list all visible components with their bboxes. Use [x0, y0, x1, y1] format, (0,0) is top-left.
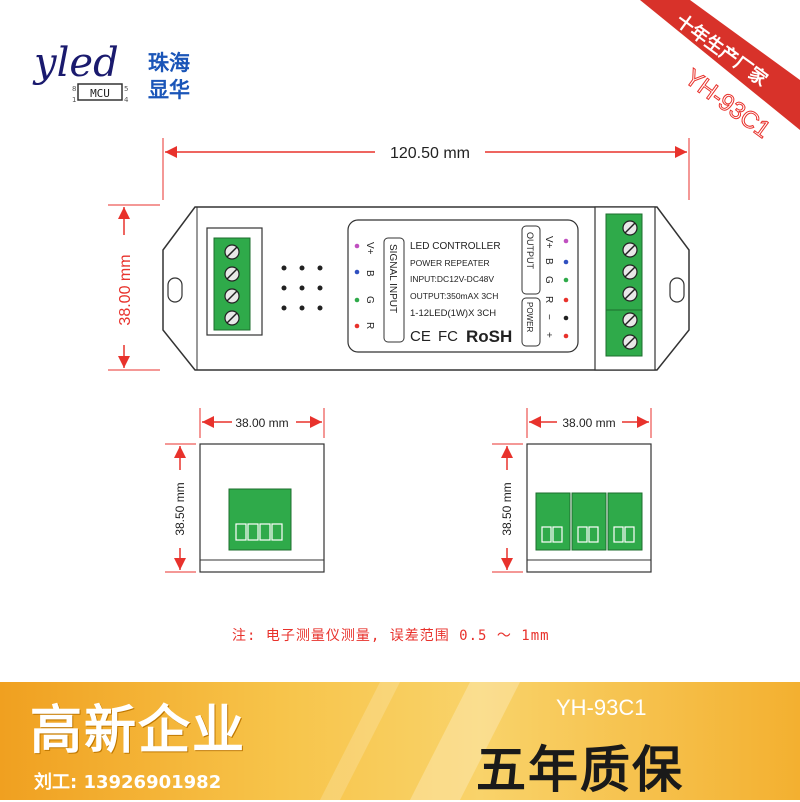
spec-line5: 1-12LED(1W)X 3CH	[410, 308, 496, 319]
spec-line3: INPUT:DC12V-DC48V	[410, 274, 494, 284]
height-dimension: 38.00 mm	[108, 204, 160, 371]
output-label: OUTPUT	[525, 232, 535, 270]
brand-logo: yled MCU 8 5 1 4	[30, 40, 140, 110]
end-left-width-label: 38.00 mm	[235, 416, 288, 430]
chip-label: MCU	[90, 87, 110, 100]
mount-slot-left	[167, 277, 183, 303]
output-pins: V+ B G R − +	[543, 236, 569, 339]
corner-ribbon: 十年生产厂家 YH-93C1	[640, 0, 800, 144]
footer-slogan-right: 五年质保	[476, 741, 684, 799]
end-view-left: 38.00 mm 38.50 mm	[165, 408, 325, 573]
end-view-right: 38.00 mm 38.50 mm	[492, 408, 652, 573]
footer-contact: 刘工: 13926901982	[34, 772, 222, 793]
dimension-drawing: 120.50 mm 38.00 mm	[108, 138, 690, 573]
company-line2: 显华	[148, 78, 190, 102]
chip-outline	[77, 83, 123, 101]
ribbon-band	[640, 0, 800, 130]
footer-slogan-left: 高新企业	[30, 701, 247, 761]
end-left-terminal	[228, 488, 292, 551]
power-pin-label: +	[543, 332, 554, 338]
footer-banner	[0, 682, 800, 800]
height-label: 38.00 mm	[117, 254, 134, 325]
output-pin-label: R	[543, 296, 554, 303]
signal-pin-label: R	[364, 322, 375, 329]
vent-holes	[281, 265, 323, 311]
footer-model: YH-93C1	[556, 695, 647, 720]
logo-graphic: yled MCU 8 5 1 4	[32, 40, 129, 104]
device-top-view: V+ B G R SIGNAL INPUT LED CONTROLLER POW…	[162, 206, 690, 371]
signal-pin-label: V+	[364, 242, 375, 255]
logo-text: yled	[32, 40, 119, 86]
spec-line1: LED CONTROLLER	[410, 241, 501, 252]
mount-slot-right	[669, 277, 685, 303]
pin-number: 8	[72, 85, 76, 93]
spec-line2: POWER REPEATER	[410, 258, 490, 268]
signal-input-label: SIGNAL INPUT	[387, 244, 398, 313]
output-pin-label: G	[543, 276, 554, 284]
length-label: 120.50 mm	[390, 145, 470, 162]
end-left-height-label: 38.50 mm	[173, 482, 187, 535]
pin-number: 4	[124, 96, 129, 104]
rosh-mark: RoSH	[466, 327, 512, 346]
measurement-note: 注: 电子测量仪测量, 误差范围 0.5 ～ 1mm	[232, 628, 550, 644]
signal-pin-label: B	[364, 270, 375, 277]
company-name: 珠海 显华	[148, 50, 190, 104]
power-pin-label: −	[543, 314, 554, 320]
fc-mark: FC	[438, 328, 458, 345]
power-label: POWER	[525, 302, 534, 332]
company-line1: 珠海	[148, 51, 190, 75]
output-pin-label: V+	[543, 236, 554, 249]
output-pin-label: B	[543, 258, 554, 265]
end-right-height-label: 38.50 mm	[500, 482, 514, 535]
signal-pin-label: G	[364, 296, 375, 304]
end-right-width-label: 38.00 mm	[562, 416, 615, 430]
signal-input-pins: V+ B G R	[354, 242, 375, 329]
ce-mark: CE	[410, 328, 431, 345]
label-panel	[347, 219, 579, 353]
pin-number: 5	[124, 85, 128, 93]
pin-number: 1	[72, 96, 76, 104]
spec-line4: OUTPUT:350mAX 3CH	[410, 291, 498, 301]
footer-decoration	[320, 682, 520, 800]
length-dimension: 120.50 mm	[162, 138, 690, 200]
